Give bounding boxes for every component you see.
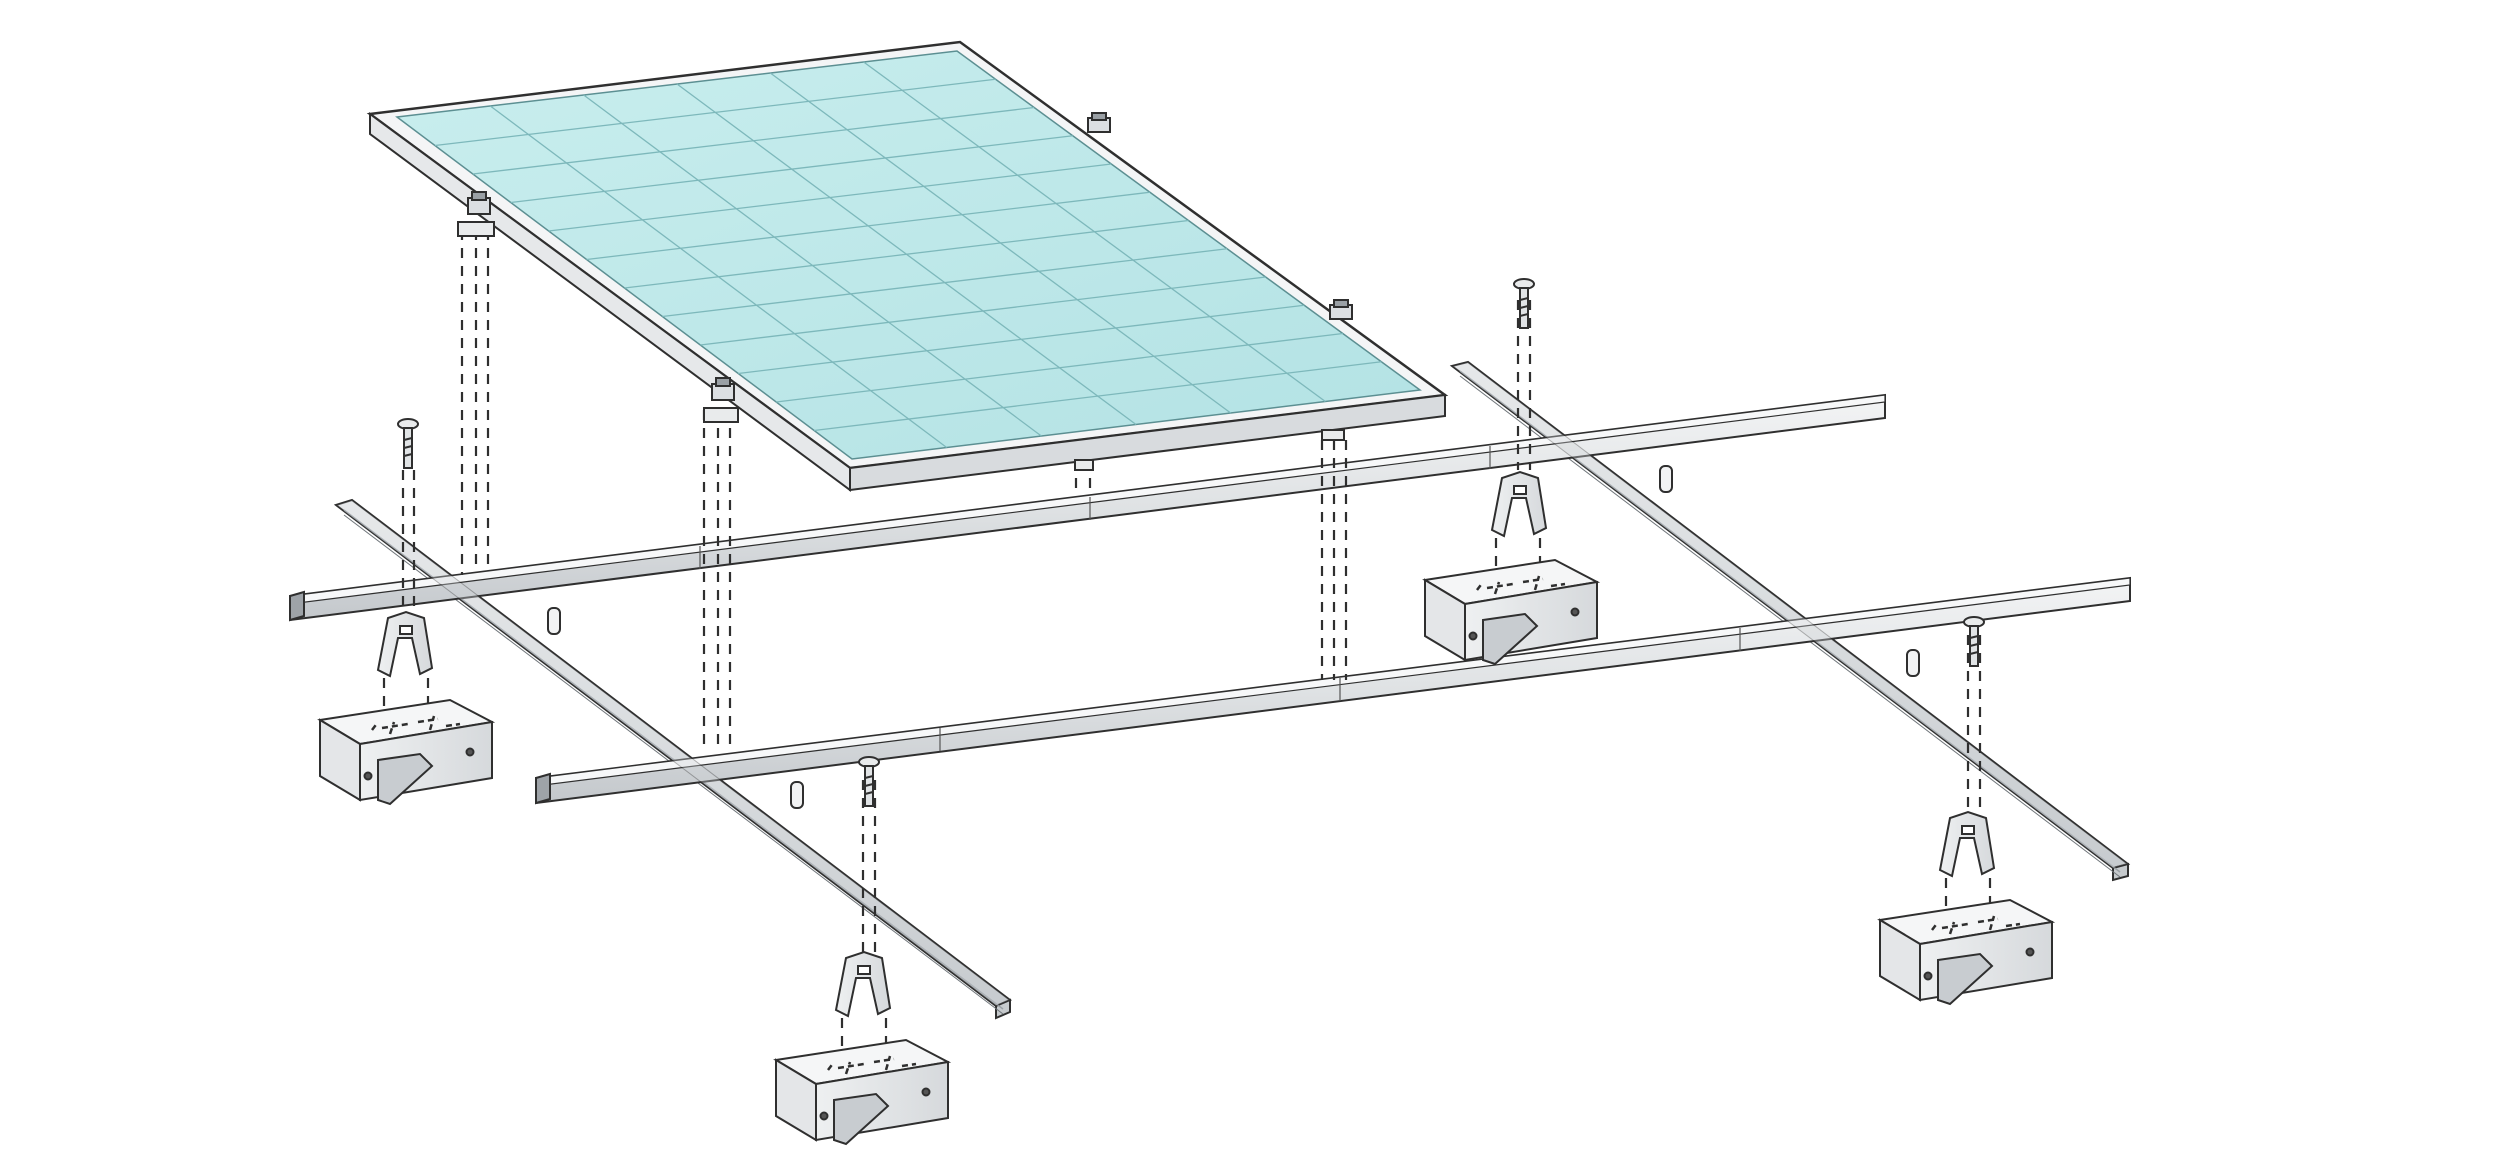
ballast-block-part bbox=[921, 1087, 931, 1097]
rail-clip-4 bbox=[1938, 810, 1996, 878]
ballast-block-part bbox=[388, 721, 396, 735]
cell-divider-short bbox=[624, 219, 1189, 289]
ballast-block-part bbox=[1988, 915, 1996, 931]
ballast-block-part bbox=[1570, 607, 1580, 617]
ballast-block-part bbox=[428, 715, 436, 731]
ballast-block-part bbox=[1533, 575, 1541, 591]
ballast-block-part bbox=[445, 722, 461, 728]
rail-clip-1 bbox=[376, 610, 434, 678]
ballast-block-part bbox=[1468, 631, 1478, 641]
clamp-6 bbox=[1321, 429, 1345, 441]
ballast-block-part bbox=[381, 722, 409, 730]
ballast-block-part bbox=[1923, 971, 1933, 981]
ballast-block-part bbox=[377, 752, 434, 806]
ballast-block-part bbox=[1550, 582, 1566, 588]
upper-rail-back bbox=[289, 393, 1886, 622]
solar-cell-grid bbox=[434, 61, 1382, 449]
ballast-block-part bbox=[417, 717, 439, 724]
cell-divider-short bbox=[548, 163, 1112, 232]
ballast-block-part bbox=[873, 1057, 895, 1064]
ballast-blocks bbox=[317, 558, 2056, 1146]
clamp-4 bbox=[1329, 299, 1353, 320]
ballast-block-part bbox=[1482, 612, 1539, 666]
rail-clip-2 bbox=[1490, 470, 1548, 538]
ballast-block-part bbox=[1941, 922, 1969, 930]
ballast-block-part bbox=[1931, 921, 1939, 931]
ballast-block-3 bbox=[773, 1038, 952, 1146]
rail-clip-3 bbox=[834, 950, 892, 1018]
ballast-block-part bbox=[371, 721, 379, 731]
ballast-block-part bbox=[1937, 952, 1994, 1006]
rail-clips bbox=[376, 470, 1996, 1018]
ballast-block-part bbox=[837, 1062, 865, 1070]
ballast-block-part bbox=[833, 1092, 890, 1146]
ballast-block-2 bbox=[1422, 558, 1601, 666]
ballast-block-part bbox=[465, 747, 475, 757]
spacer-3 bbox=[1659, 465, 1673, 493]
clamp-1 bbox=[457, 191, 495, 237]
ballast-block-1 bbox=[317, 698, 496, 806]
ballast-block-part bbox=[363, 771, 373, 781]
clamp-5 bbox=[1074, 459, 1094, 471]
cell-divider-short bbox=[700, 276, 1266, 346]
cell-divider-short bbox=[510, 135, 1073, 204]
ballast-block-part bbox=[819, 1111, 829, 1121]
cross-rail-overlap bbox=[334, 361, 2130, 1007]
clamp-3 bbox=[1087, 112, 1111, 133]
ballast-block-part bbox=[1522, 577, 1544, 584]
ballast-block-part bbox=[884, 1055, 892, 1071]
bolt-1 bbox=[397, 418, 419, 469]
bolts bbox=[397, 278, 1985, 807]
ballast-block-part bbox=[2005, 922, 2021, 928]
cell-divider-short bbox=[472, 106, 1035, 175]
ballast-block-part bbox=[1486, 582, 1514, 590]
bolt-2 bbox=[1513, 278, 1535, 329]
spacer-4 bbox=[1906, 649, 1920, 677]
upper-rail-front bbox=[535, 576, 2131, 805]
ballast-block-part bbox=[827, 1061, 835, 1071]
cell-divider-short bbox=[434, 78, 996, 147]
clamp-2 bbox=[703, 377, 739, 423]
cell-divider-short bbox=[662, 248, 1228, 318]
ballast-block-part bbox=[1948, 921, 1956, 935]
ballast-block-part bbox=[901, 1062, 917, 1068]
ballast-block-part bbox=[844, 1061, 852, 1075]
cell-divider-short bbox=[814, 361, 1382, 432]
cell-divider-short bbox=[738, 304, 1305, 375]
ballast-block-part bbox=[1493, 581, 1501, 595]
solar-panel bbox=[366, 40, 1449, 492]
ballast-block-part bbox=[1977, 917, 1999, 924]
assembly-guide-lines bbox=[382, 230, 1992, 1055]
cell-divider-short bbox=[586, 191, 1150, 261]
spacer-1 bbox=[547, 607, 561, 635]
spacer-2 bbox=[790, 781, 804, 809]
bolt-3 bbox=[858, 756, 880, 807]
ballast-block-part bbox=[1476, 581, 1484, 591]
ballast-block-part bbox=[2025, 947, 2035, 957]
clamps bbox=[457, 112, 1353, 471]
bolt-4 bbox=[1963, 616, 1985, 667]
cell-divider-short bbox=[776, 332, 1343, 403]
ballast-block-4 bbox=[1877, 898, 2056, 1006]
spacers bbox=[547, 465, 1920, 809]
